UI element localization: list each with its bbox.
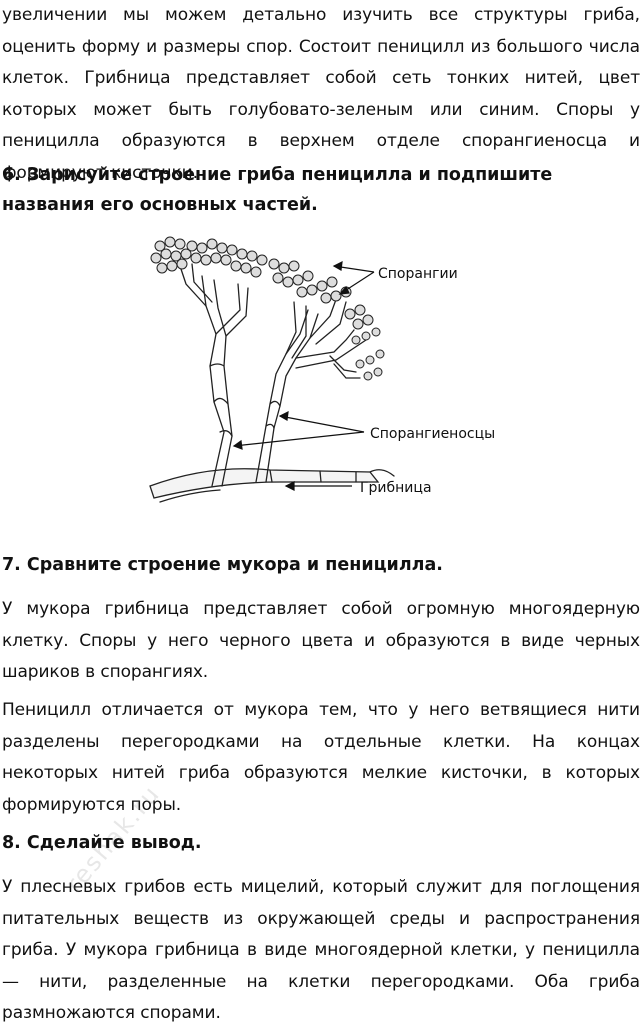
penicillium-drawing: Спорангии Спорангиеносцы Грибница bbox=[149, 236, 495, 503]
sporangiophore-right bbox=[255, 293, 367, 483]
task7-heading: 7. Сравните строение мукора и пеницилла. bbox=[2, 555, 443, 575]
task8-heading: 8. Сделайте вывод. bbox=[2, 833, 202, 853]
task8-paragraph: У плесневых грибов есть мицелий, который… bbox=[2, 877, 640, 1023]
task7-paragraph-1: У мукора грибница представляет собой огр… bbox=[2, 599, 640, 682]
sporangia-clusters bbox=[150, 236, 385, 381]
label-sporangiophores: Спорангиеносцы bbox=[370, 426, 495, 442]
sporangiophore-left bbox=[179, 263, 249, 487]
pointer-lines bbox=[232, 260, 375, 491]
label-mycelium: Грибница bbox=[360, 480, 432, 496]
task7-paragraph-2: Пеницилл отличается от мукора тем, что у… bbox=[2, 700, 640, 815]
task6-heading: 6. Зарисуйте строение гриба пеницилла и … bbox=[2, 165, 553, 215]
label-sporangia: Спорангии bbox=[378, 266, 458, 282]
mycelium-hyphae bbox=[149, 468, 395, 503]
penicillium-figure: Спорангии Спорангиеносцы Грибница bbox=[120, 236, 540, 526]
intro-paragraph: увеличении мы можем детально изучить все… bbox=[2, 5, 640, 183]
